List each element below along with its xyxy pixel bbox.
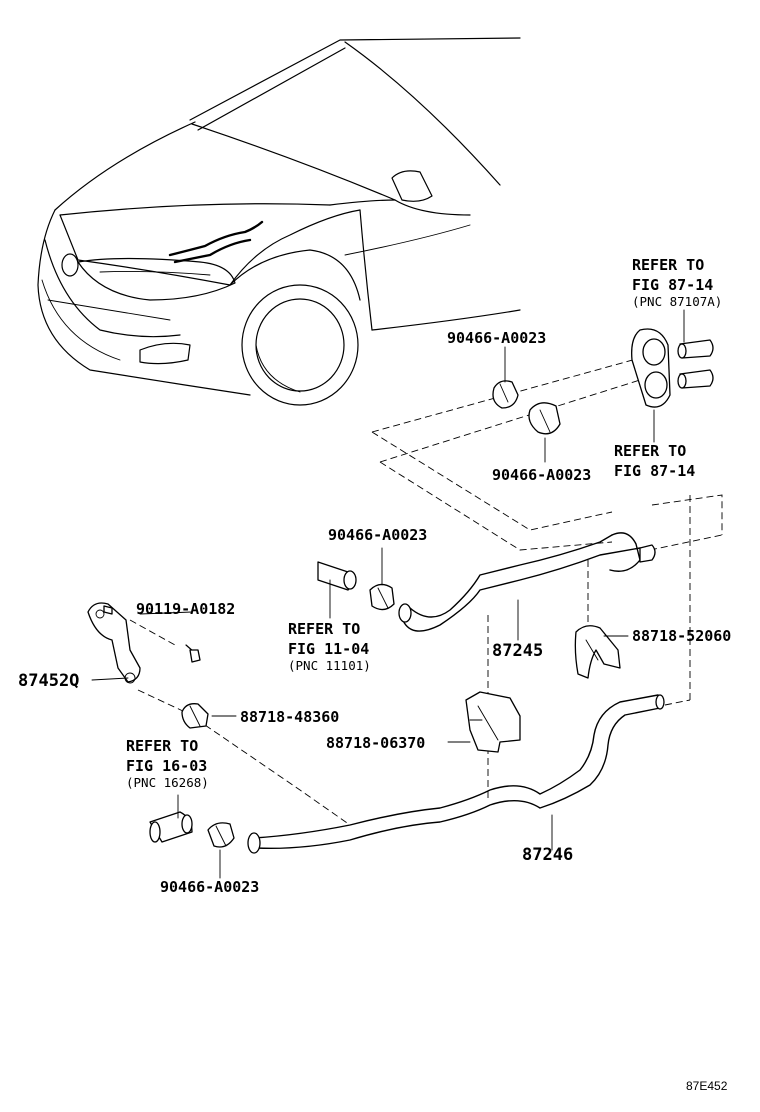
leader-lines — [91, 309, 685, 879]
refer-note-left-line1: REFER TO — [126, 737, 198, 755]
clamp-48360 — [181, 703, 209, 729]
label-clamp-48360: 88718-48360 — [240, 708, 339, 726]
refer-note-center-line3: (PNC 11101) — [288, 658, 371, 673]
label-clip-mid: 90466-A0023 — [328, 526, 427, 544]
figure-code: 87E452 — [686, 1079, 728, 1093]
label-hose-87245: 87245 — [492, 641, 543, 661]
clip-mid — [369, 583, 395, 611]
bolt-90119 — [185, 644, 201, 663]
refer-note-center-line2: FIG 11-04 — [288, 640, 369, 658]
refer-note-left-line3: (PNC 16268) — [126, 775, 209, 790]
label-clip-upper-2: 90466-A0023 — [492, 466, 591, 484]
clip-upper-2 — [528, 402, 561, 435]
refer-note-top-right-line1: REFER TO — [632, 256, 704, 274]
guide-lines — [129, 357, 723, 826]
clip-lower — [207, 822, 235, 848]
clamp-52060 — [574, 625, 621, 679]
refer-note-right-mid-line2: FIG 87-14 — [614, 462, 695, 480]
refer-note-left-line2: FIG 16-03 — [126, 757, 207, 775]
label-clip-upper-1: 90466-A0023 — [447, 329, 546, 347]
label-bracket: 87452Q — [18, 671, 79, 691]
car-illustration — [37, 37, 521, 406]
label-clamp-06370: 88718-06370 — [326, 734, 425, 752]
refer-note-center-line1: REFER TO — [288, 620, 360, 638]
hose-87246 — [247, 694, 665, 854]
grommet-assembly — [631, 328, 714, 408]
label-clip-lower: 90466-A0023 — [160, 878, 259, 896]
label-hose-87246: 87246 — [522, 845, 573, 865]
refer-note-top-right-line2: FIG 87-14 — [632, 276, 713, 294]
refer-note-right-mid-line1: REFER TO — [614, 442, 686, 460]
clip-upper-1 — [492, 380, 519, 409]
label-bolt: 90119-A0182 — [136, 600, 235, 618]
pipe-end-center — [317, 561, 357, 591]
pipe-end-lower — [149, 811, 193, 843]
bracket-87452q — [87, 602, 141, 684]
label-clamp-52060: 88718-52060 — [632, 627, 731, 645]
hose-87245 — [398, 532, 656, 632]
labels: REFER TO FIG 87-14 (PNC 87107A) 90466-A0… — [18, 256, 731, 1093]
refer-note-top-right-line3: (PNC 87107A) — [632, 294, 722, 309]
clamp-06370 — [465, 691, 521, 753]
